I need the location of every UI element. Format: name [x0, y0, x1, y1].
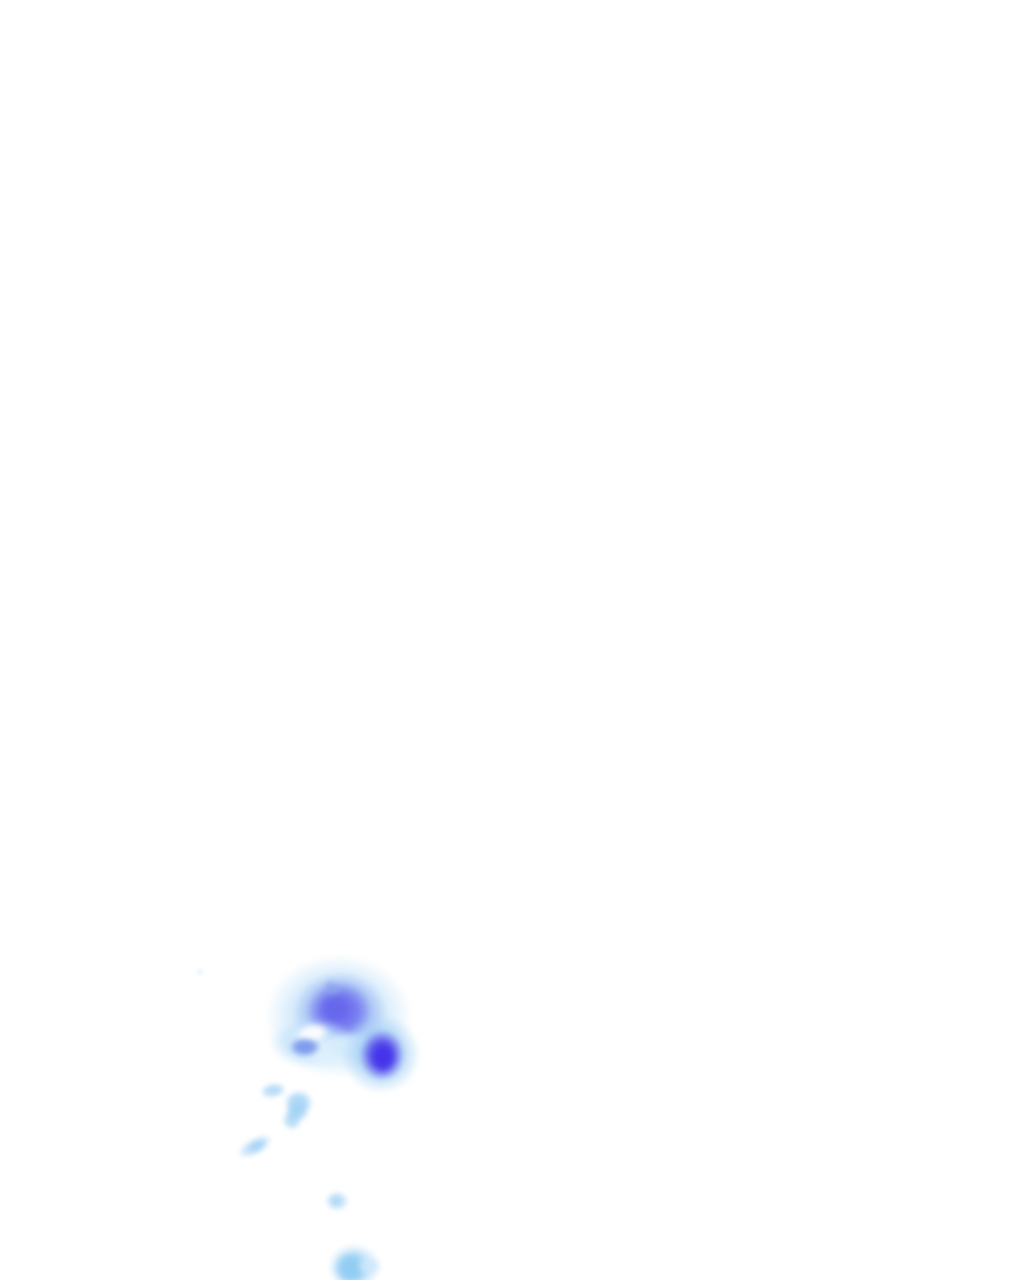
density-blob-below-core-veil: [298, 1034, 374, 1070]
density-blob-left-arm-halo: [268, 1018, 356, 1068]
density-blob-bottom-core: [333, 1250, 369, 1280]
density-blob-upper-halo: [265, 955, 411, 1077]
density-blob-upper-core: [307, 982, 371, 1040]
density-blob-left-arm-dark: [289, 1036, 321, 1058]
density-blob-dash: [258, 1080, 288, 1100]
density-blob-diagonal-blob: [234, 1130, 276, 1164]
density-blob-crescent-mid: [285, 1101, 309, 1123]
density-blob-bottom-halo: [327, 1243, 381, 1280]
density-blob-crescent-bottom: [281, 1109, 303, 1131]
density-blob-crescent-top: [283, 1089, 313, 1117]
density-blob-bridge: [320, 1031, 384, 1063]
density-blob-faint-dot: [195, 969, 205, 975]
density-blob-diagonal-blob-core: [245, 1136, 269, 1156]
density-blob-right-core: [360, 1030, 404, 1080]
density-blob-arm-white-hole: [293, 1020, 331, 1046]
density-blob-top-spike-point: [321, 977, 337, 991]
density-blob-upper-core-inner: [318, 993, 354, 1025]
density-blob-top-spike-body: [322, 981, 344, 997]
density-blob-small-dot-core: [328, 1195, 344, 1207]
density-blob-right-halo: [341, 1014, 421, 1094]
density-blob-right-core-inner: [369, 1041, 397, 1073]
density-blob-upper-mid: [293, 972, 387, 1054]
density-blob-small-dot: [325, 1190, 349, 1212]
density-blob-bottom-right-ext: [355, 1255, 383, 1277]
density-blob-left-arm-tip: [278, 1028, 308, 1052]
